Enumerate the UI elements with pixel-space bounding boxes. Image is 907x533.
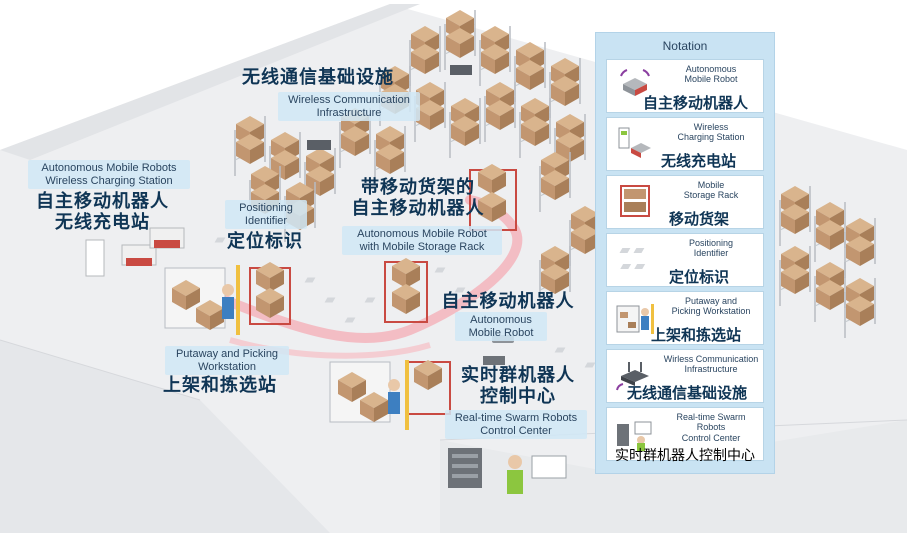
charging-station-icon xyxy=(618,127,651,158)
wireless-router-icon xyxy=(616,362,649,391)
rack-robot-title-zh: 带移动货架的 自主移动机器人 xyxy=(351,177,485,219)
amr-charging-station-caption: Autonomous Mobile Robots Wireless Chargi… xyxy=(28,160,190,190)
putaway-workstation-left xyxy=(164,265,240,335)
amr-charging-station-title-zh: 自主移动机器人 无线充电站 xyxy=(36,191,169,233)
wireless-infra-title-zh: 无线通信基础设施 xyxy=(242,67,394,88)
robot-path xyxy=(220,195,523,344)
amr-title-zh: 自主移动机器人 xyxy=(441,291,575,312)
notation-item-control-center-zh: 实时群机器人控制中心 xyxy=(615,447,755,463)
putaway-workstation-caption: Putaway and Picking Workstation xyxy=(165,346,289,376)
amr-caption: Autonomous Mobile Robot xyxy=(455,312,547,342)
control-center-icon xyxy=(617,421,652,451)
swarm-control-caption: Real-time Swarm Robots Control Center xyxy=(445,410,587,440)
wireless-infra-caption: Wireless Communication Infrastructure xyxy=(278,92,420,122)
wireless-router xyxy=(307,65,505,365)
charging-station xyxy=(85,227,185,277)
swarm-control-title-zh: 实时群机器人 控制中心 xyxy=(461,365,575,407)
notation-title: Notation xyxy=(662,39,708,53)
robot-icon xyxy=(620,69,650,96)
putaway-workstation-center xyxy=(329,360,451,430)
workstation-icon xyxy=(616,304,654,334)
rack-robot-caption: Autonomous Mobile Robot with Mobile Stor… xyxy=(342,226,502,256)
putaway-workstation-title-zh: 上架和拣选站 xyxy=(163,375,277,396)
storage-rack-icon xyxy=(620,185,650,217)
control-center xyxy=(448,448,567,494)
positioning-marker-icon xyxy=(619,248,646,269)
positioning-identifier-caption: Positioning Identifier xyxy=(225,200,307,230)
positioning-identifier-title-zh: 定位标识 xyxy=(227,231,303,252)
